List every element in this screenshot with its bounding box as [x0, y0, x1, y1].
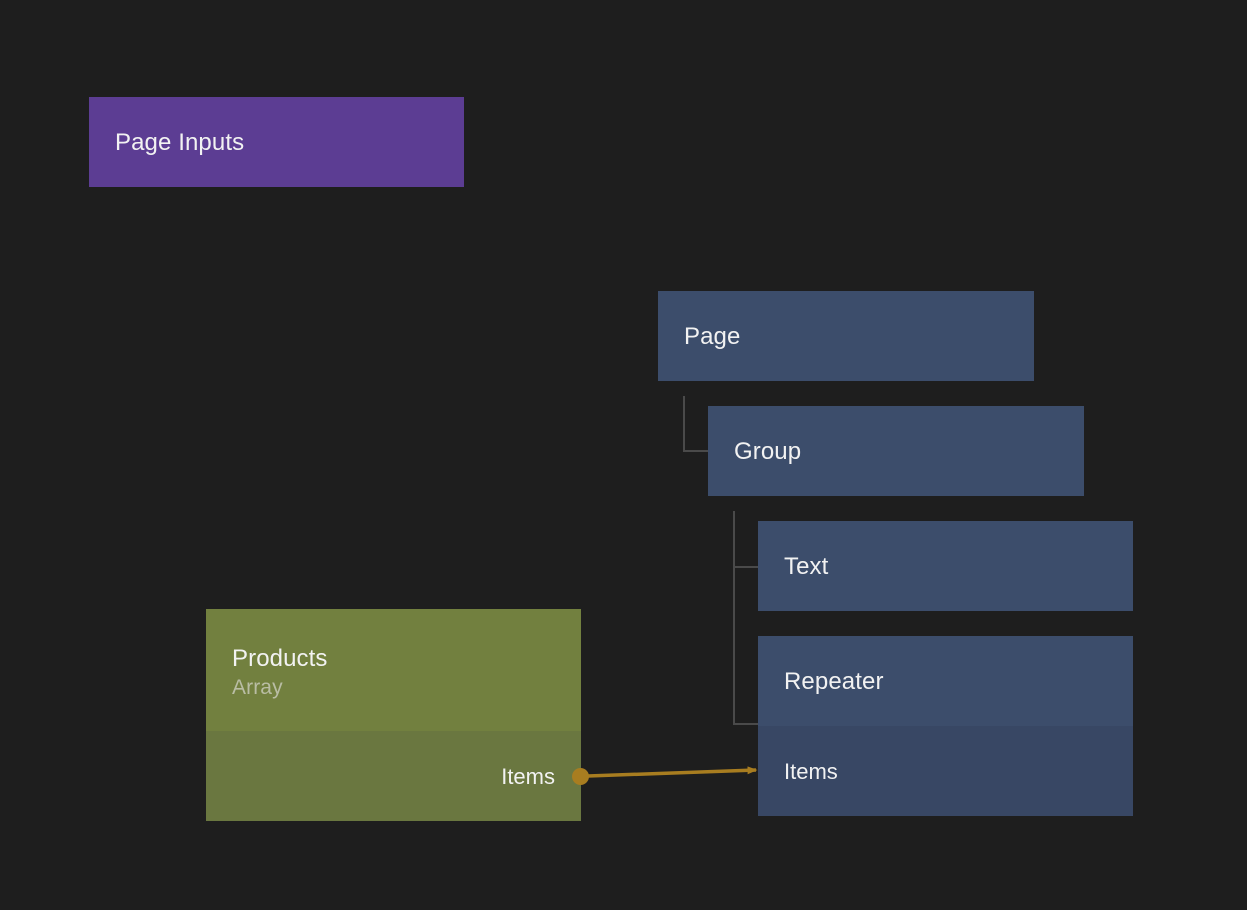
node-products-port-items-label: Items [501, 763, 555, 789]
node-repeater[interactable]: Repeater Items [758, 636, 1133, 816]
node-text-title: Text [784, 552, 829, 580]
node-page-header: Page [658, 291, 1034, 381]
node-repeater-title: Repeater [784, 667, 884, 695]
node-products-subtitle: Array [232, 675, 283, 699]
node-group-title: Group [734, 437, 802, 465]
node-repeater-port-items[interactable]: Items [758, 726, 1133, 816]
node-products-port-items[interactable]: Items [206, 731, 589, 821]
connection-products-items-to-repeater-items [587, 766, 758, 778]
node-repeater-port-items-label: Items [784, 758, 838, 784]
tree-line-group-to-repeater [733, 723, 758, 725]
node-products[interactable]: Products Array Items [206, 609, 589, 821]
node-text[interactable]: Text [758, 521, 1133, 611]
tree-line-group-children-trunk [733, 511, 735, 725]
node-page[interactable]: Page [658, 291, 1034, 381]
node-products-port-items-connector-dot[interactable] [572, 767, 589, 785]
node-group-header: Group [708, 406, 1084, 496]
node-page-inputs-title: Page Inputs [115, 128, 245, 156]
node-page-inputs-header: Page Inputs [89, 97, 464, 187]
node-page-inputs[interactable]: Page Inputs [89, 97, 464, 187]
node-group[interactable]: Group [708, 406, 1084, 496]
node-products-title: Products [232, 644, 328, 672]
tree-line-group-to-text [733, 566, 758, 568]
tree-line-page-to-group-vertical [683, 396, 685, 452]
node-products-header: Products Array [206, 609, 581, 731]
node-repeater-header: Repeater [758, 636, 1133, 726]
tree-line-page-to-group-horizontal [683, 450, 708, 452]
node-page-title: Page [684, 322, 741, 350]
node-text-header: Text [758, 521, 1133, 611]
